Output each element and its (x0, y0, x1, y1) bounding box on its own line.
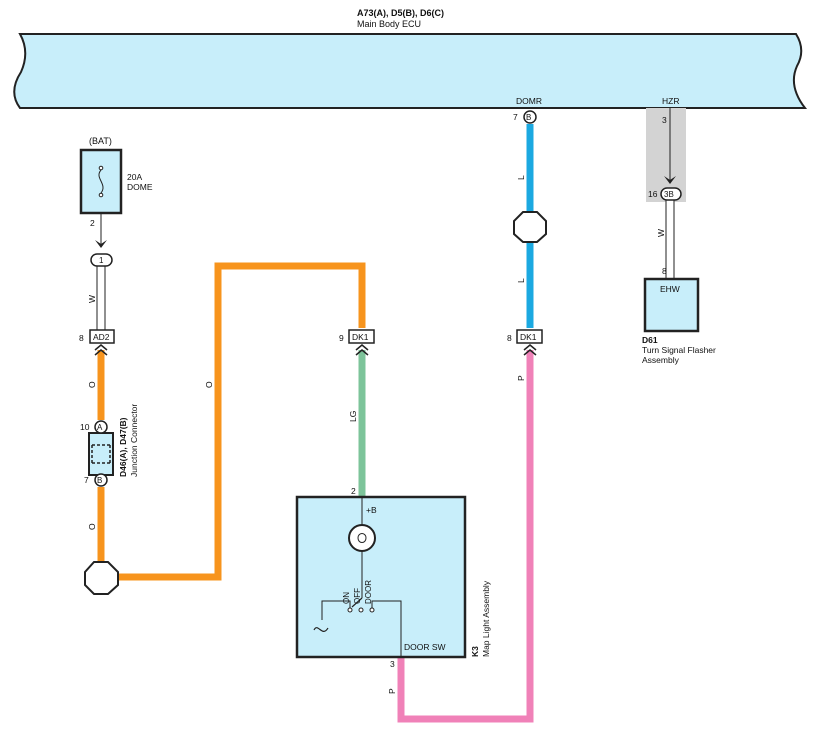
map-light-code: K3 (470, 646, 480, 657)
connector-dk1-left: DK1 9 (339, 329, 375, 356)
wire-label-o-upper: O (87, 381, 97, 388)
connector-dk1-right: DK1 8 (507, 329, 543, 356)
map-light-name: Map Light Assembly (481, 580, 491, 657)
hzr-3b: 3B (664, 190, 674, 199)
dk1-left-pin: 9 (339, 333, 344, 343)
ecu-name: Main Body ECU (357, 19, 421, 29)
switch-on: ON (342, 592, 351, 604)
wire-white-bat (96, 265, 106, 331)
dk1-right-label: DK1 (520, 332, 537, 342)
ground-icon (313, 627, 329, 632)
switch-blade-icon (351, 597, 363, 608)
wire-orange-splice-dk1 (116, 262, 366, 581)
bulb-icon (348, 524, 376, 552)
wire-label-w-hzr: W (656, 229, 666, 237)
junction-pin-b: 7 (84, 475, 89, 485)
map-light-pin-door: 3 (390, 659, 395, 669)
switch-door: DOOR (364, 580, 373, 604)
wire-label-l-lower: L (516, 278, 526, 283)
chevron-up-icon (94, 344, 108, 356)
ecu-header: A73(A), D5(B), D6(C) (357, 8, 444, 18)
splice-orange (84, 561, 119, 595)
wire-label-l-upper: L (516, 175, 526, 180)
hzr-shield (646, 108, 686, 202)
ad2-label: AD2 (93, 332, 110, 342)
flasher-name-2: Assembly (642, 355, 680, 365)
dk1-left-label: DK1 (352, 332, 369, 342)
flasher-terminal: EHW (660, 284, 680, 294)
map-light-assembly: 2 +B ON OFF DOOR DOOR SW 3 K3 Map Light … (295, 486, 491, 669)
connector-ad2: AD2 8 (79, 329, 115, 356)
filament-icon (357, 533, 367, 543)
wire-label-p-bottom: P (387, 688, 397, 694)
dome-fuse: (BAT) 20A DOME 2 (79, 136, 153, 228)
wire-label-lg: LG (348, 411, 358, 422)
fuse-source: (BAT) (89, 136, 112, 146)
door-sw-label: DOOR SW (404, 642, 446, 652)
wire-labels: W O O O LG L L P P W (87, 175, 666, 694)
map-light-b-label: +B (366, 505, 377, 515)
map-light-pin-b: 2 (351, 486, 356, 496)
junction-connector: A 10 B 7 D46(A), D47(B) Junction Connect… (80, 404, 139, 487)
junction-pin-a: 10 (80, 422, 90, 432)
junction-code: D46(A), D47(B) (118, 417, 128, 477)
joint-1-label: 1 (99, 256, 104, 265)
flasher-pin: 8 (662, 266, 667, 276)
chevron-up-icon (523, 344, 537, 356)
wire-label-w-bat: W (87, 295, 97, 303)
fuse-out-pin: 2 (90, 218, 95, 228)
junction-conn-a: A (97, 423, 103, 432)
arrow-down-icon (664, 176, 676, 184)
switch-off: OFF (353, 588, 362, 604)
fuse-element-icon (98, 169, 104, 194)
wire-label-o-long: O (204, 381, 214, 388)
fuse-rating: 20A (127, 172, 142, 182)
wire-label-o-lower: O (87, 523, 97, 530)
bat-joint: 1 (90, 240, 113, 267)
wire-label-p-right: P (516, 375, 526, 381)
arrow-down-icon (95, 240, 107, 248)
hzr-pin16: 16 (648, 189, 658, 199)
chevron-up-icon (355, 344, 369, 356)
wire-pink-p (397, 350, 534, 723)
domr-label: DOMR (516, 96, 542, 106)
dk1-right-pin: 8 (507, 333, 512, 343)
domr-terminal: DOMR B 7 (513, 96, 542, 124)
domr-pin: 7 (513, 112, 518, 122)
turn-signal-flasher: EHW 8 D61 Turn Signal Flasher Assembly (642, 266, 716, 365)
hzr-terminal: HZR 3 3B 16 (648, 96, 682, 201)
junction-name: Junction Connector (129, 404, 139, 477)
wire-white-hzr (665, 199, 675, 281)
main-body-ecu: A73(A), D5(B), D6(C) Main Body ECU (13, 8, 808, 109)
flasher-name-1: Turn Signal Flasher (642, 345, 716, 355)
hzr-pin: 3 (662, 115, 667, 125)
junction-conn-b: B (97, 476, 102, 485)
fuse-name: DOME (127, 182, 153, 192)
domr-conn: B (526, 113, 531, 122)
flasher-code: D61 (642, 335, 658, 345)
splice-blue (513, 211, 547, 243)
hzr-label: HZR (662, 96, 679, 106)
ad2-pin: 8 (79, 333, 84, 343)
